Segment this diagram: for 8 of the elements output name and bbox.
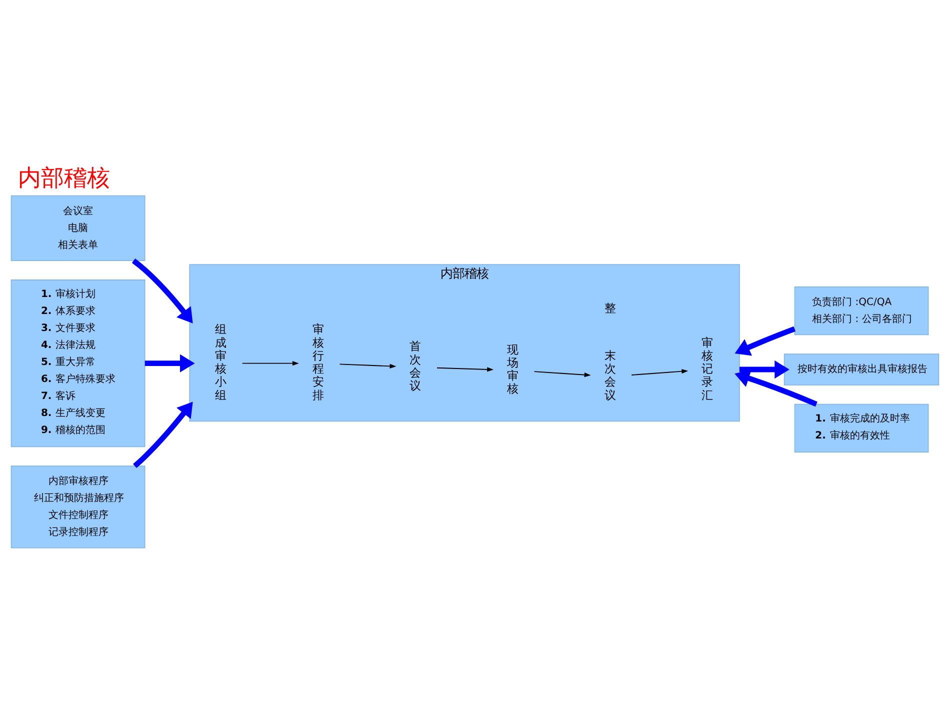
node-text: 组成审核小组 <box>215 322 228 402</box>
node-text: 审核记录汇 <box>702 334 714 402</box>
node-text: 末次会议 <box>604 348 616 402</box>
label: 整 <box>604 300 617 314</box>
node-text: 现场审核 <box>507 342 520 396</box>
node-text: 首次会议 <box>410 338 422 392</box>
node-text: 审核行程安排 <box>312 322 324 402</box>
diagram-title: 内部稽核 <box>18 165 110 192</box>
